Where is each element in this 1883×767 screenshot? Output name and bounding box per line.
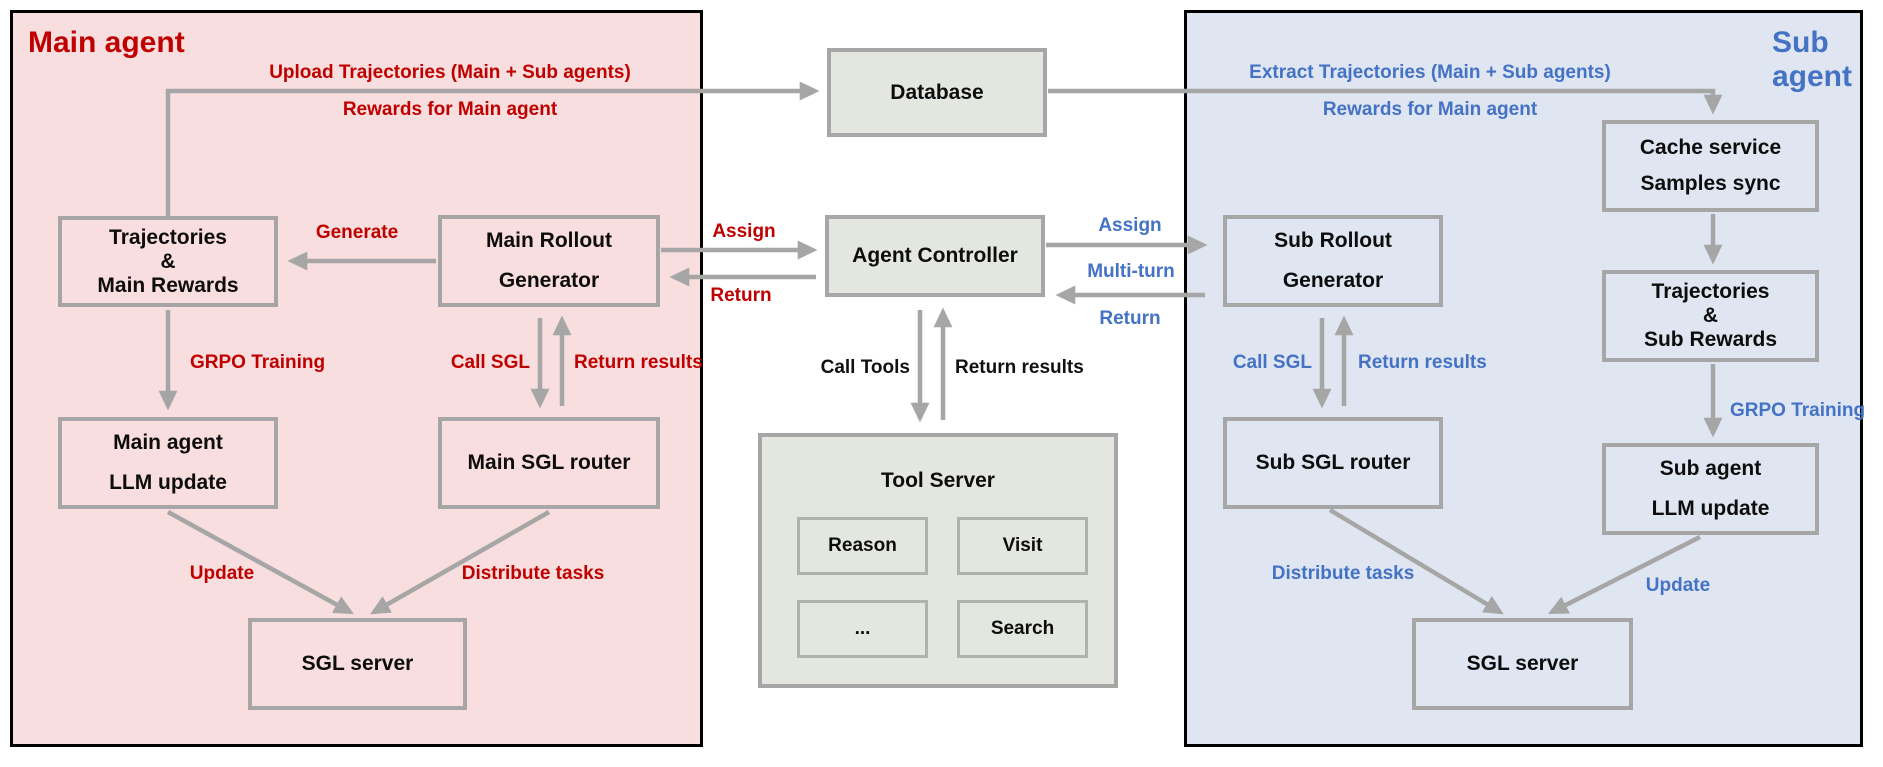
rewards-main-agent-label: Rewards for Main agent (342, 99, 558, 120)
distribute-tasks-label-sub: Distribute tasks (1271, 563, 1415, 584)
tool-label: ... (854, 618, 871, 639)
box-line: Main agent (113, 431, 223, 454)
box-line: Database (890, 80, 984, 104)
extract-trajectories-label: Extract Trajectories (Main + Sub agents) (1249, 62, 1611, 83)
box-line: Trajectories (109, 225, 227, 249)
main-agent-llm-update-box: Main agent LLM update (58, 417, 278, 509)
tool-reason-box: Reason (797, 517, 928, 575)
call-sgl-label-sub: Call SGL (1232, 352, 1312, 373)
main-sgl-router-box: Main SGL router (438, 417, 660, 509)
grpo-training-label-sub: GRPO Training (1730, 400, 1866, 421)
main-rollout-generator-box: Main Rollout Generator (438, 215, 660, 307)
return-results-label-tools: Return results (955, 357, 1084, 378)
box-line: Main Rewards (97, 273, 239, 297)
distribute-tasks-label-main: Distribute tasks (461, 563, 605, 584)
box-line: Main SGL router (467, 451, 631, 474)
tool-search-box: Search (957, 600, 1088, 658)
assign-label-sub: Assign (1098, 215, 1162, 236)
box-line: LLM update (1651, 497, 1770, 520)
tool-server-title: Tool Server (881, 469, 995, 492)
rewards-main-agent-label-sub: Rewards for Main agent (1322, 99, 1538, 120)
tool-label: Visit (1002, 535, 1043, 556)
box-line: Sub Rollout (1274, 229, 1392, 252)
upload-trajectories-label: Upload Trajectories (Main + Sub agents) (269, 62, 631, 83)
sub-sgl-server-box: SGL server (1412, 618, 1633, 710)
box-line: Cache service (1639, 136, 1782, 159)
box-line: LLM update (109, 471, 227, 494)
box-line: & (160, 249, 176, 273)
sub-agent-llm-update-box: Sub agent LLM update (1602, 443, 1819, 535)
box-line: Agent Controller (852, 244, 1018, 267)
tool-label: Reason (828, 535, 897, 556)
assign-label-main: Assign (712, 221, 776, 242)
return-results-label-main: Return results (574, 352, 703, 373)
box-line: Trajectories (1651, 280, 1770, 303)
box-line: & (1702, 304, 1719, 327)
box-line: Samples sync (1640, 172, 1781, 195)
main-sgl-server-box: SGL server (248, 618, 467, 710)
box-line: Generator (498, 269, 600, 292)
generate-label: Generate (315, 222, 399, 243)
cache-service-box: Cache service Samples sync (1602, 120, 1819, 212)
box-line: Sub SGL router (1255, 451, 1411, 474)
trajectories-sub-rewards-box: Trajectories & Sub Rewards (1602, 270, 1819, 362)
main-panel-title: Main agent (28, 26, 185, 59)
sub-sgl-router-box: Sub SGL router (1223, 417, 1443, 509)
box-line: SGL server (1466, 652, 1579, 675)
box-line: SGL server (301, 652, 414, 675)
call-sgl-label-main: Call SGL (450, 352, 530, 373)
database-box: Database (827, 48, 1047, 137)
trajectories-main-rewards-box: Trajectories & Main Rewards (58, 216, 278, 307)
box-line: Sub agent (1659, 457, 1762, 480)
update-label-sub: Update (1645, 575, 1711, 596)
return-label-main: Return (710, 285, 772, 306)
box-line: Generator (1282, 269, 1384, 292)
multi-turn-label: Multi-turn (1087, 261, 1175, 282)
box-line: Main Rollout (486, 229, 612, 252)
update-label-main: Update (189, 563, 255, 584)
agent-controller-box: Agent Controller (825, 215, 1045, 297)
call-tools-label: Call Tools (820, 357, 910, 378)
sub-rollout-generator-box: Sub Rollout Generator (1223, 215, 1443, 307)
tool-label: Search (990, 618, 1055, 639)
tool-visit-box: Visit (957, 517, 1088, 575)
tool-ellipsis-box: ... (797, 600, 928, 658)
box-line: Sub Rewards (1643, 328, 1778, 351)
grpo-training-label-main: GRPO Training (190, 352, 326, 373)
sub-panel-title: Sub agent (1771, 26, 1852, 93)
return-results-label-sub: Return results (1358, 352, 1487, 373)
return-label-sub: Return (1099, 308, 1161, 329)
